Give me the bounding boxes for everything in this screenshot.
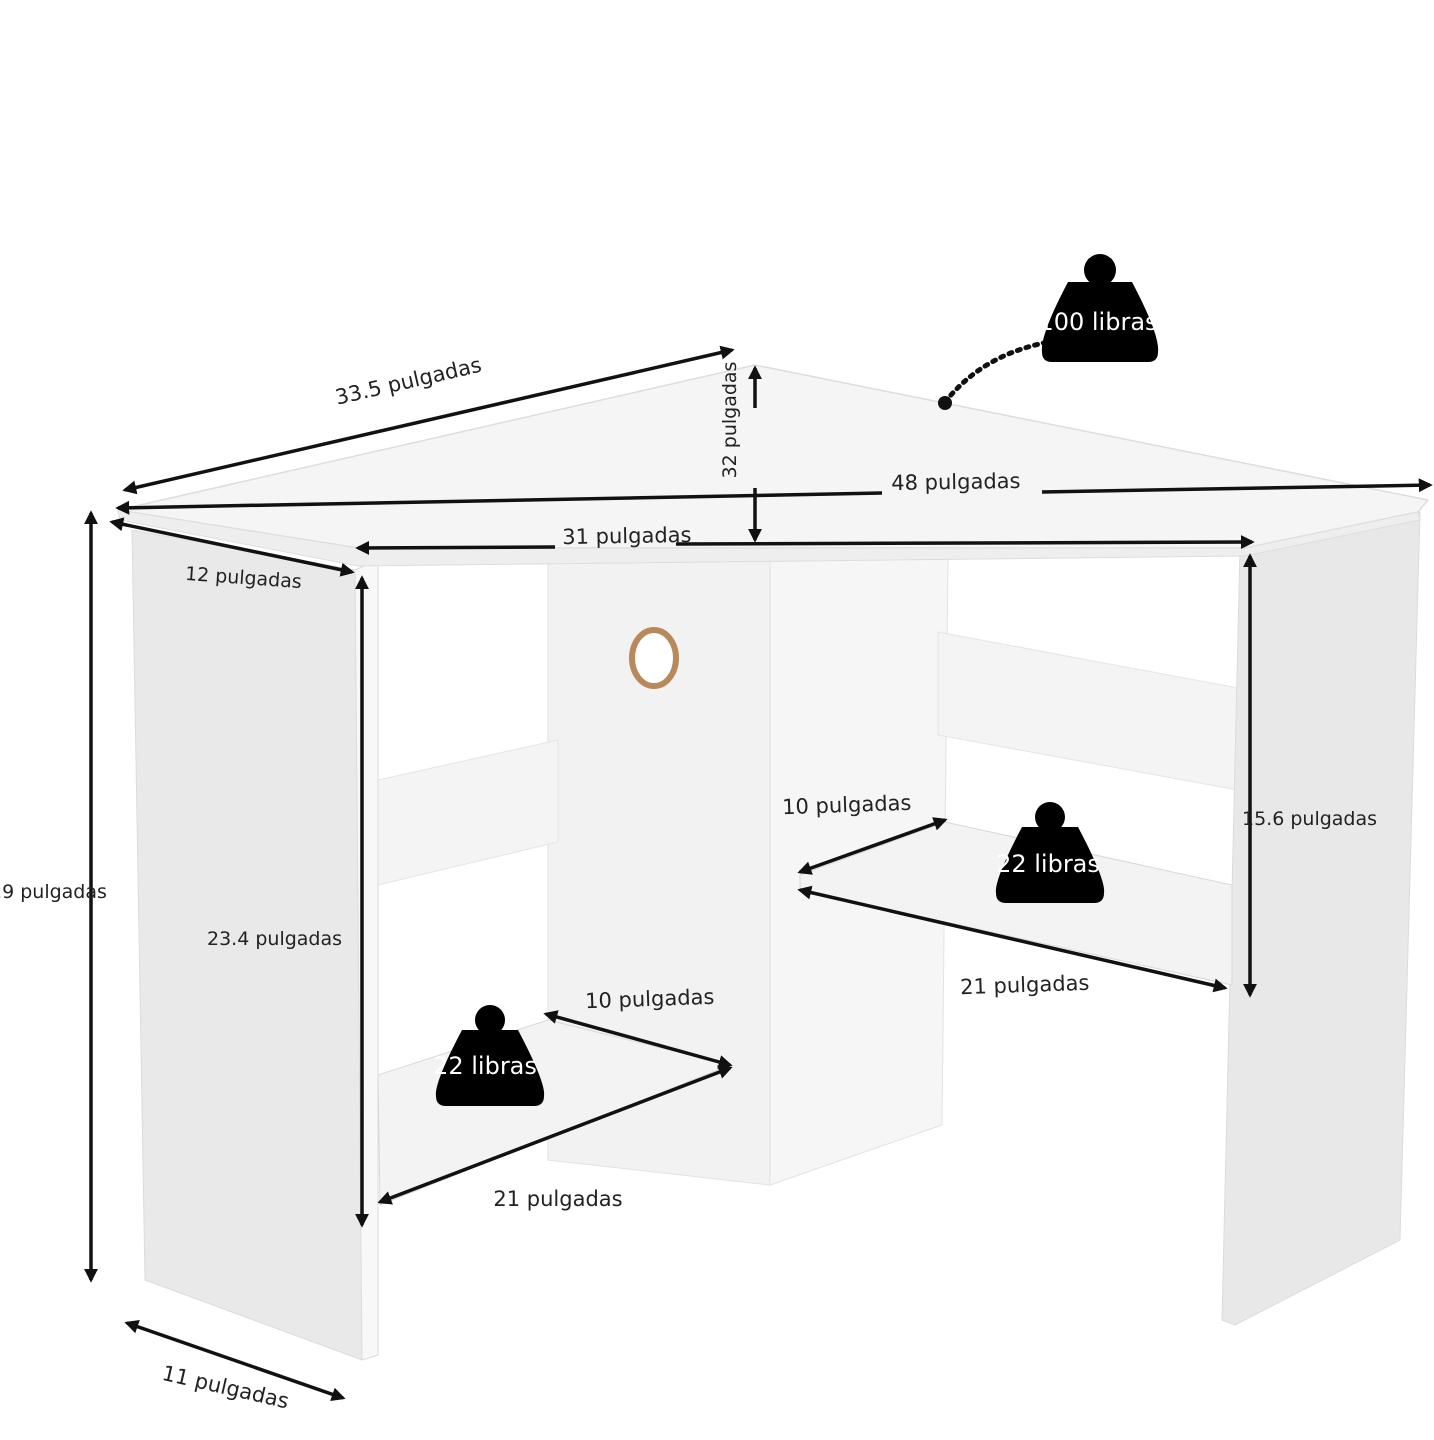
desk-top — [117, 364, 1430, 549]
label-left-shelf-depth: 10 pulgadas — [585, 985, 715, 1013]
label-desk-height-depth: 32 pulgadas — [719, 362, 741, 479]
arrow-front-opening-left — [355, 540, 556, 555]
dimension-arrows — [84, 339, 1433, 1401]
label-total-height: 29 pulgadas — [0, 881, 107, 903]
label-left-shelf-length: 21 pulgadas — [493, 1187, 622, 1211]
label-right-shelf-length: 21 pulgadas — [960, 971, 1090, 999]
arrow-right-shelf-depth — [797, 817, 948, 875]
label-left-clearance: 23.4 pulgadas — [207, 928, 342, 950]
label-overall-width: 48 pulgadas — [891, 469, 1021, 495]
weight-icon-left-shelf: 22 libras — [433, 1005, 545, 1106]
weight-label-right-shelf: 22 libras — [996, 850, 1100, 878]
label-right-shelf-depth: 10 pulgadas — [782, 791, 912, 819]
right-back-rail — [937, 631, 1239, 791]
weight-label-left-shelf: 22 libras — [433, 1052, 537, 1080]
cable-hole — [629, 627, 679, 689]
weight-leader-dot — [938, 396, 952, 410]
weight-label-top: 100 libras — [1038, 308, 1157, 336]
dimension-labels: 33.5 pulgadas 32 pulgadas 48 pulgadas 31… — [0, 353, 1377, 1414]
label-front-opening: 31 pulgadas — [562, 523, 692, 549]
arrow-overall-width-left — [115, 491, 883, 515]
arrow-top-left-edge — [122, 345, 735, 495]
label-top-left-edge: 33.5 pulgadas — [333, 353, 484, 410]
weight-icon-top: 100 libras — [1038, 254, 1159, 362]
desk-illustration — [117, 364, 1430, 1361]
arrow-base-depth — [124, 1320, 346, 1401]
arrow-left-shelf-depth — [543, 1010, 733, 1069]
arrow-top-side-depth — [109, 517, 355, 577]
left-back-rail — [377, 739, 559, 886]
label-base-depth: 11 pulgadas — [160, 1361, 291, 1413]
arrow-front-opening-right — [675, 535, 1255, 550]
weight-leader-dotted — [942, 339, 1051, 405]
arrow-overall-width-right — [1041, 478, 1433, 494]
label-right-clearance: 15.6 pulgadas — [1242, 808, 1377, 830]
arrow-right-shelf-length — [797, 885, 1228, 993]
weight-icon-right-shelf: 22 libras — [995, 802, 1105, 903]
arrow-left-shelf-length — [377, 1065, 733, 1205]
